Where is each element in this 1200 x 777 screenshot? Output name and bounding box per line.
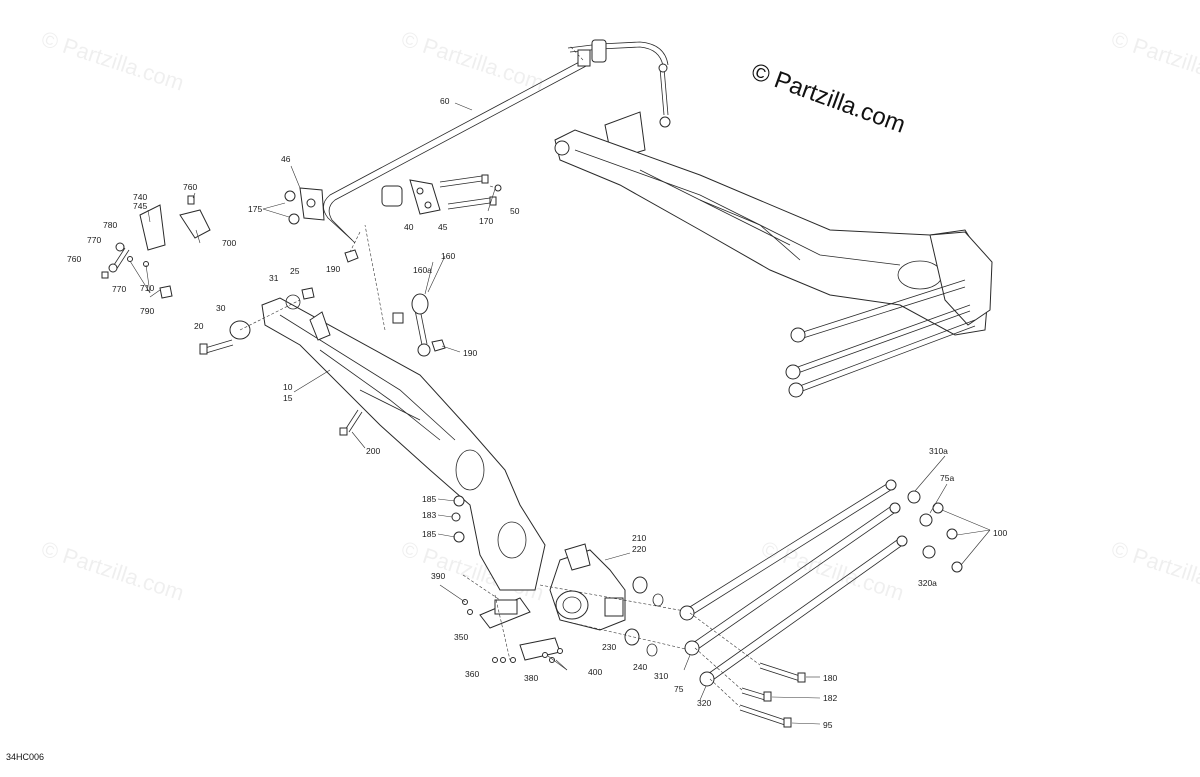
callout-46: 46 — [281, 154, 291, 164]
callout-310: 310 — [654, 671, 668, 681]
callout-25: 25 — [290, 266, 300, 276]
callout-160: 160 — [441, 251, 455, 261]
callout-180: 180 — [823, 673, 837, 683]
callout-15: 15 — [283, 393, 293, 403]
callout-10: 10 — [283, 382, 293, 392]
stabilizer-bar-group — [284, 45, 591, 357]
callout-740: 740 — [133, 192, 147, 202]
callout-95: 95 — [823, 720, 833, 730]
callout-700: 700 — [222, 238, 236, 248]
callout-770: 770 — [87, 235, 101, 245]
callout-220: 220 — [632, 544, 646, 554]
callout-190: 190 — [326, 264, 340, 274]
callout-45: 45 — [438, 222, 448, 232]
trailing-arm-exploded — [199, 287, 546, 591]
callout-240: 240 — [633, 662, 647, 672]
callout-190: 190 — [463, 348, 477, 358]
callout-185: 185 — [422, 494, 436, 504]
callout-40: 40 — [404, 222, 414, 232]
watermark-text: © Partzilla.com — [1108, 536, 1200, 606]
watermarks: © Partzilla.com © Partzilla.com © Partzi… — [38, 26, 1200, 606]
watermark-text: © Partzilla.com — [1108, 26, 1200, 96]
callout-160a: 160a — [413, 265, 432, 275]
callout-60: 60 — [440, 96, 450, 106]
callout-labels: 60 46 175 190 40 45 170 50 740 745 760 7… — [67, 96, 1007, 730]
callout-175: 175 — [248, 204, 262, 214]
diagram-code: 34HC006 — [6, 752, 45, 762]
callout-760: 760 — [183, 182, 197, 192]
callout-710: 710 — [140, 283, 154, 293]
callout-183: 183 — [422, 510, 436, 520]
sensor-group — [101, 195, 211, 299]
callout-30: 30 — [216, 303, 226, 313]
callout-75: 75 — [674, 684, 684, 694]
callout-75a: 75a — [940, 473, 954, 483]
callout-50: 50 — [510, 206, 520, 216]
assembled-trailing-arm — [554, 39, 993, 398]
callout-310a: 310a — [929, 446, 948, 456]
callout-100: 100 — [993, 528, 1007, 538]
callout-182: 182 — [823, 693, 837, 703]
watermark-text: © Partzilla.com — [398, 26, 547, 96]
callout-390: 390 — [431, 571, 445, 581]
watermark-text: © Partzilla.com — [38, 536, 187, 606]
callout-320a: 320a — [918, 578, 937, 588]
callout-770: 770 — [112, 284, 126, 294]
knuckle-group — [462, 543, 691, 663]
callout-320: 320 — [697, 698, 711, 708]
callout-185: 185 — [422, 529, 436, 539]
callout-230: 230 — [602, 642, 616, 652]
lower-links-group — [679, 479, 963, 728]
callout-200: 200 — [366, 446, 380, 456]
leader-lines — [129, 102, 991, 725]
callout-790: 790 — [140, 306, 154, 316]
callout-780: 780 — [103, 220, 117, 230]
callout-350: 350 — [454, 632, 468, 642]
callout-380: 380 — [524, 673, 538, 683]
callout-400: 400 — [588, 667, 602, 677]
callout-20: 20 — [194, 321, 204, 331]
callout-210: 210 — [632, 533, 646, 543]
callout-170: 170 — [479, 216, 493, 226]
callout-360: 360 — [465, 669, 479, 679]
callout-31: 31 — [269, 273, 279, 283]
watermark-text: © Partzilla.com — [38, 26, 187, 96]
callout-760: 760 — [67, 254, 81, 264]
callout-745: 745 — [133, 201, 147, 211]
